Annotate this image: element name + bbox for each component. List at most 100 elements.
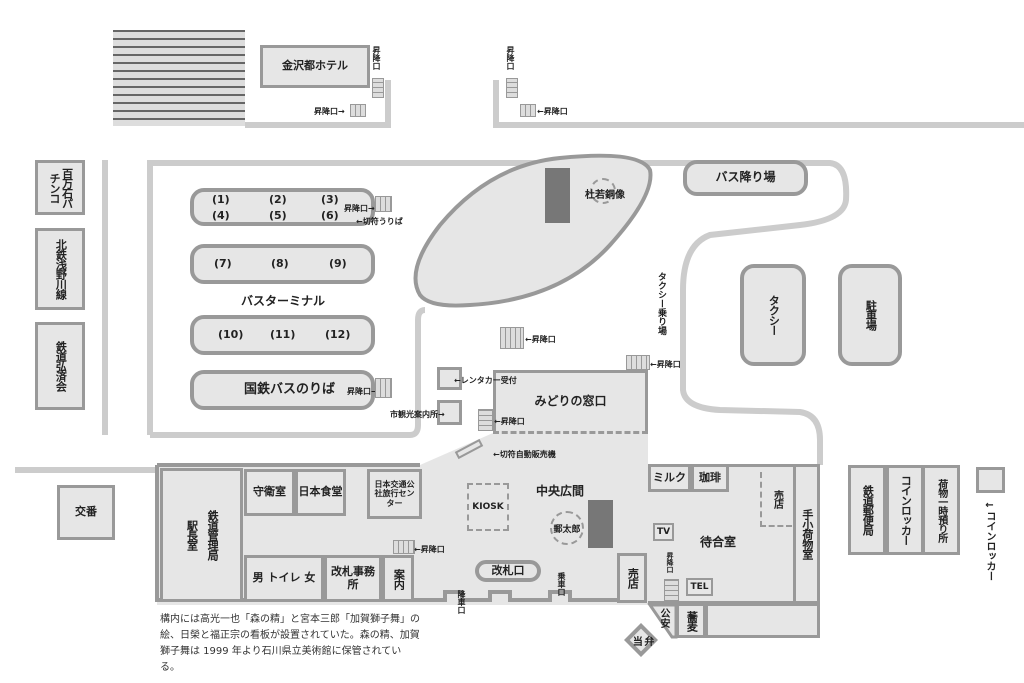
stairs bbox=[520, 104, 536, 117]
kiosk-shop: 売店 bbox=[617, 553, 647, 603]
coin-locker-building: コインロッカー bbox=[886, 465, 924, 555]
exit-gate[interactable]: 降車口 bbox=[457, 590, 466, 614]
milk-stand: ミルク bbox=[648, 464, 691, 492]
hokutetsu-line: 北鉄浅野川線 bbox=[35, 228, 85, 310]
platform-number: (3) bbox=[321, 193, 339, 206]
stationmaster-label: 駅長室 bbox=[185, 520, 199, 550]
platform-number: (7) bbox=[214, 257, 232, 270]
stationmaster-room: 駅長室 鉄道管理局 bbox=[160, 468, 243, 602]
stair-label: ←昇降口 bbox=[494, 417, 525, 426]
bus-terminal-label: バスターミナル bbox=[241, 294, 326, 308]
railway-office-label: 鉄道管理局 bbox=[206, 510, 220, 560]
bus-island-3 bbox=[190, 315, 375, 355]
platform-number: (5) bbox=[269, 209, 287, 222]
stairs bbox=[626, 355, 650, 370]
stair-label: ←昇降口 bbox=[414, 545, 445, 554]
kiosk: KIOSK bbox=[467, 483, 509, 531]
stairs bbox=[393, 540, 415, 554]
station-outline bbox=[155, 463, 617, 602]
hotel-building: 金沢都ホテル bbox=[260, 45, 370, 88]
road bbox=[493, 80, 1024, 128]
stair-label: 昇降口→ bbox=[347, 387, 378, 396]
information-desk: 案内 bbox=[382, 555, 414, 602]
stair-label: ←昇降口 bbox=[537, 107, 568, 116]
parcel-room: 手小荷物室 bbox=[793, 464, 820, 604]
coin-locker-box bbox=[976, 467, 1005, 493]
police-box: 交番 bbox=[57, 485, 115, 540]
wicket-office: 改札事務所 bbox=[324, 555, 382, 602]
bento-label: 弁当 bbox=[630, 635, 653, 645]
rental-car-booth bbox=[437, 367, 462, 390]
tourist-info-booth bbox=[437, 400, 462, 425]
caption: 構内には高光一也「森の精」と宮本三郎「加賀獅子舞」の絵、日榮と福正宗の看板が設置… bbox=[160, 614, 420, 673]
ticket-counter-label: ←切符うりば bbox=[356, 217, 403, 226]
stair-label: ←昇降口 bbox=[650, 360, 681, 369]
guard-room: 守衛室 bbox=[244, 469, 295, 516]
stair-label: 昇降口→ bbox=[314, 107, 345, 116]
shop-label: 売店 bbox=[771, 489, 783, 508]
platform-number: (12) bbox=[325, 328, 351, 341]
jtb-travel-center: 日本交通公社旅行センター bbox=[367, 469, 422, 519]
bus-island-2 bbox=[190, 244, 375, 284]
stairs bbox=[375, 196, 392, 212]
platform-number: (4) bbox=[212, 209, 230, 222]
bus-dropoff: バス降り場 bbox=[683, 160, 808, 196]
toilets: 男 トイレ 女 bbox=[244, 555, 324, 602]
yutaro-marker: 郵太郎 bbox=[550, 511, 584, 545]
platform-number: (8) bbox=[271, 257, 289, 270]
jnr-bus-stop: 国鉄バスのりば bbox=[190, 370, 375, 410]
tv-set: TV bbox=[653, 523, 674, 541]
platform-number: (9) bbox=[329, 257, 347, 270]
stairs bbox=[350, 104, 366, 117]
tourist-info-label: 市観光案内所→ bbox=[390, 410, 445, 419]
platform-number: (11) bbox=[270, 328, 296, 341]
stair-label: 昇降口→ bbox=[344, 204, 375, 213]
ticket-machine-label: ←切符自動販売機 bbox=[493, 450, 556, 459]
taxi-stand-label: タクシー乗り場 bbox=[656, 272, 666, 335]
road bbox=[150, 307, 426, 438]
stairs bbox=[375, 378, 392, 398]
stair-label: 昇降口 bbox=[372, 46, 381, 70]
hotel-photo bbox=[113, 30, 245, 126]
statue-marker bbox=[590, 178, 616, 204]
railway-police: 公安 bbox=[658, 608, 669, 628]
stairs bbox=[478, 409, 493, 431]
central-hall-label: 中央広間 bbox=[536, 484, 585, 498]
storage-room bbox=[705, 603, 820, 638]
stair-label: 昇降口 bbox=[506, 46, 515, 70]
waiting-room-shop: 売店 bbox=[760, 472, 792, 527]
statue-label: 杜若銅像 bbox=[585, 190, 625, 201]
bus-island-1 bbox=[190, 188, 375, 226]
waiting-room-label: 待合室 bbox=[700, 535, 737, 549]
luggage-storage: 荷物一時預り所 bbox=[922, 465, 960, 555]
kosaikai-building: 鉄道弘済会 bbox=[35, 322, 85, 410]
midori-window: みどりの窓口 bbox=[493, 370, 648, 434]
platform-number: (1) bbox=[212, 193, 230, 206]
ticket-gate[interactable]: 改札口 bbox=[475, 560, 541, 582]
statue-samurai bbox=[545, 168, 570, 223]
stair-label: 昇降口 bbox=[666, 552, 674, 573]
stair-label: ←昇降口 bbox=[525, 335, 556, 344]
stairs bbox=[664, 579, 679, 601]
telephone[interactable]: TEL bbox=[686, 578, 713, 596]
road bbox=[147, 160, 850, 465]
railway-post-office: 鉄道郵便局 bbox=[848, 465, 886, 555]
stairs bbox=[372, 78, 384, 98]
stairs bbox=[500, 327, 524, 349]
platform-number: (10) bbox=[218, 328, 244, 341]
soba-stand: 蕎麦 bbox=[676, 603, 706, 638]
stairs bbox=[506, 78, 518, 98]
coffee-stand: 珈琲 bbox=[691, 464, 729, 492]
road bbox=[245, 80, 391, 128]
platform-number: (2) bbox=[269, 193, 287, 206]
parking-area: 駐車場 bbox=[838, 264, 902, 366]
entrance-gate[interactable]: 乗車口 bbox=[557, 572, 566, 596]
dining-hall: 日本食堂 bbox=[295, 469, 346, 516]
pachinko-building: 百万石パチンコ bbox=[35, 160, 85, 215]
coin-locker-label: ←コインロッカー bbox=[984, 500, 995, 581]
park-island bbox=[413, 153, 653, 308]
statue-yutaro bbox=[588, 500, 613, 548]
platform-number: (6) bbox=[321, 209, 339, 222]
taxi-area: タクシー bbox=[740, 264, 806, 366]
rental-car-label: ←レンタカー受付 bbox=[454, 376, 517, 385]
